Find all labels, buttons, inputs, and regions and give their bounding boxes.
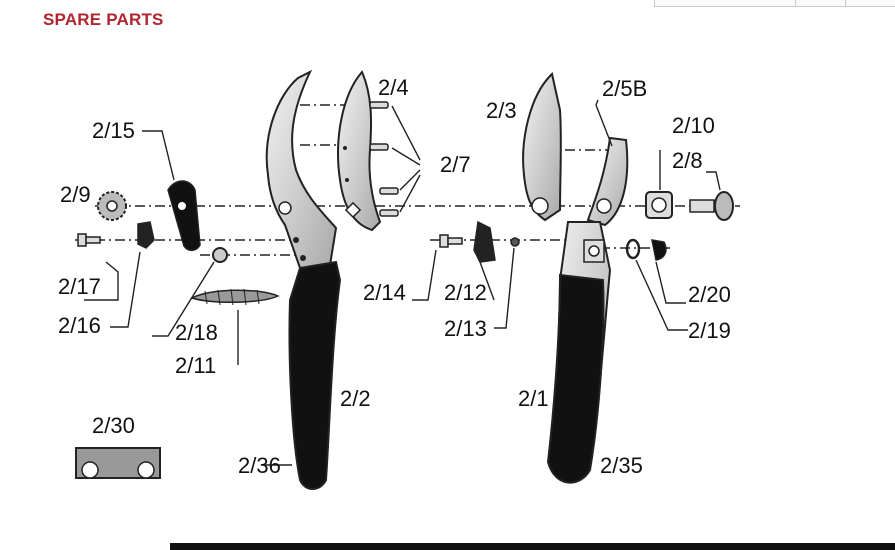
label-2-17: 2/17 (58, 274, 101, 299)
label-2-2: 2/2 (340, 386, 371, 411)
anvil-2-5b (586, 136, 629, 227)
part-labels: 2/15 2/9 2/17 2/16 2/18 2/11 2/4 2/7 2/3… (58, 75, 731, 478)
corner-frame (654, 0, 895, 7)
screw-2-17 (77, 233, 101, 247)
label-2-13: 2/13 (444, 316, 487, 341)
blade-2-4 (337, 70, 382, 232)
handle-2-36 (265, 69, 342, 490)
label-2-10: 2/10 (672, 113, 715, 138)
label-2-14: 2/14 (363, 280, 406, 305)
nut-2-10 (645, 191, 673, 219)
label-2-20: 2/20 (688, 282, 731, 307)
blade-2-3 (522, 72, 562, 222)
bolt-2-8 (689, 191, 734, 221)
ring-2-19 (625, 238, 641, 260)
screw-2-14 (439, 234, 463, 248)
bottom-rule (170, 543, 895, 550)
label-2-4: 2/4 (378, 75, 409, 100)
catch-2-16 (137, 221, 155, 249)
label-2-16: 2/16 (58, 313, 101, 338)
catch-2-12 (473, 220, 496, 263)
handle-2-35 (546, 221, 612, 484)
label-2-1: 2/1 (518, 386, 549, 411)
label-2-5b: 2/5B (602, 76, 647, 101)
leader-lines (84, 99, 721, 466)
label-2-11: 2/11 (175, 353, 216, 378)
label-2-30: 2/30 (92, 413, 135, 438)
gear-2-9 (97, 191, 127, 221)
label-2-7: 2/7 (440, 152, 471, 177)
label-2-36: 2/36 (238, 453, 281, 478)
label-2-15: 2/15 (92, 118, 135, 143)
spring-2-11 (190, 289, 280, 303)
screws-2-7 (369, 101, 399, 217)
lever-2-15 (167, 180, 201, 252)
plate-2-30 (75, 447, 161, 479)
label-2-12: 2/12 (444, 280, 487, 305)
page-title: SPARE PARTS (43, 10, 164, 29)
label-2-8: 2/8 (672, 148, 703, 173)
washer-2-18 (212, 247, 228, 263)
washer-2-13 (510, 237, 520, 247)
label-2-18: 2/18 (175, 320, 218, 345)
cap-2-20 (651, 239, 667, 261)
label-2-19: 2/19 (688, 318, 731, 343)
assembly-lines (75, 104, 740, 256)
label-2-35: 2/35 (600, 453, 643, 478)
label-2-3: 2/3 (486, 98, 517, 123)
label-2-9: 2/9 (60, 182, 91, 207)
